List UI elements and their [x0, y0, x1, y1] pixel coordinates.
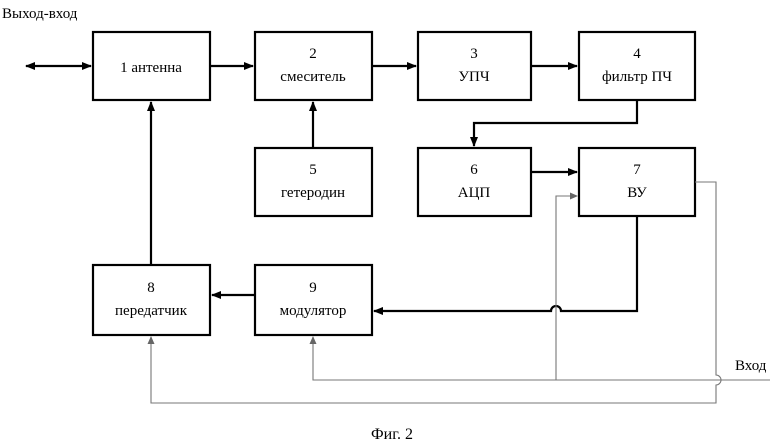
line-input-to-modulator: [313, 337, 770, 380]
svg-text:4: 4: [633, 46, 641, 62]
svg-text:1 антенна: 1 антенна: [120, 60, 182, 76]
svg-text:7: 7: [633, 162, 641, 178]
figure-caption: Фиг. 2: [371, 426, 413, 443]
svg-text:3: 3: [470, 46, 478, 62]
svg-text:модулятор: модулятор: [280, 303, 347, 319]
block-7-computer: 7 ВУ: [579, 148, 695, 216]
svg-text:передатчик: передатчик: [115, 303, 188, 319]
block-4-if-filter: 4 фильтр ПЧ: [579, 32, 695, 100]
svg-text:2: 2: [309, 46, 317, 62]
block-2-mixer: 2 смеситель: [255, 32, 372, 100]
svg-text:9: 9: [309, 280, 317, 296]
svg-text:фильтр ПЧ: фильтр ПЧ: [602, 69, 672, 85]
block-5-local-oscillator: 5 гетеродин: [255, 148, 372, 216]
svg-text:гетеродин: гетеродин: [281, 185, 345, 201]
block-1-antenna: 1 антенна: [93, 32, 210, 100]
line-input-to-computer: [556, 196, 577, 380]
block-3-if-amplifier: 3 УПЧ: [418, 32, 531, 100]
svg-text:УПЧ: УПЧ: [458, 69, 489, 85]
svg-text:6: 6: [470, 162, 478, 178]
svg-text:5: 5: [309, 162, 317, 178]
input-label: Вход: [735, 358, 767, 374]
svg-text:смеситель: смеситель: [280, 69, 346, 85]
svg-text:ВУ: ВУ: [627, 185, 647, 201]
arrow-computer-to-modulator: [374, 216, 637, 311]
block-9-modulator: 9 модулятор: [255, 265, 372, 335]
svg-text:8: 8: [147, 280, 155, 296]
arrow-filter-to-adc: [474, 100, 637, 146]
io-label: Выход-вход: [2, 6, 78, 22]
svg-text:АЦП: АЦП: [458, 185, 491, 201]
block-8-transmitter: 8 передатчик: [93, 265, 210, 335]
block-6-adc: 6 АЦП: [418, 148, 531, 216]
